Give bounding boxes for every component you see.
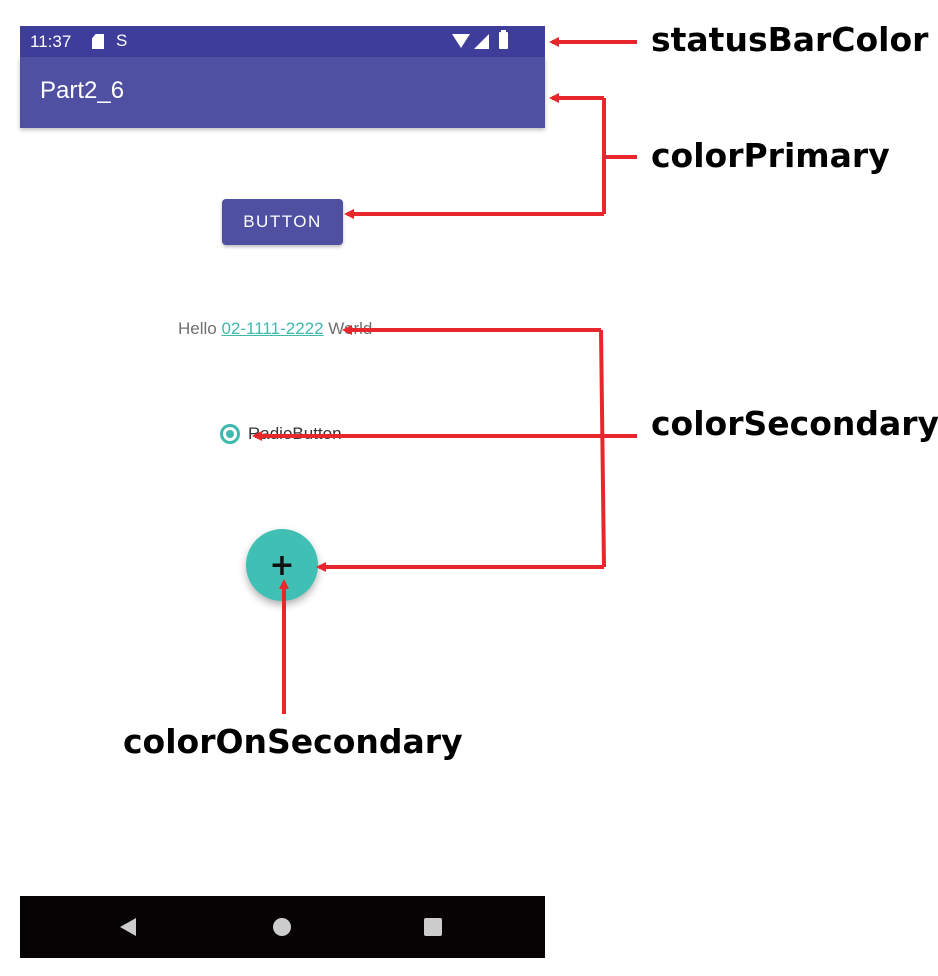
sd-card-icon (92, 34, 104, 49)
recents-icon[interactable] (424, 918, 442, 936)
navigation-bar (20, 896, 545, 958)
label-color-primary: colorPrimary (651, 136, 890, 175)
status-bar: 11:37 S (20, 26, 545, 57)
signal-icon (474, 34, 489, 49)
label-status-bar-color: statusBarColor (651, 20, 929, 59)
radio-selected-icon[interactable] (220, 424, 240, 444)
label-color-on-secondary: colorOnSecondary (123, 722, 463, 761)
app-bar: Part2_6 (20, 57, 545, 128)
bracket-secondary (599, 329, 606, 568)
back-icon[interactable] (120, 918, 136, 936)
wifi-icon (452, 34, 470, 48)
primary-button[interactable]: BUTTON (222, 199, 343, 245)
phone-screen: 11:37 S Part2_6 BUTTON Hello 02-1111-222… (20, 26, 545, 958)
status-time: 11:37 (30, 32, 72, 51)
radio-button[interactable]: RadioButton (220, 424, 342, 444)
hello-prefix: Hello (178, 319, 222, 338)
plus-icon: + (269, 547, 295, 583)
hello-world-text: Hello 02-1111-2222 World (178, 319, 372, 339)
phone-link[interactable]: 02-1111-2222 (221, 319, 324, 338)
home-icon[interactable] (273, 918, 291, 936)
floating-action-button[interactable]: + (246, 529, 318, 601)
hello-suffix: World (323, 319, 373, 338)
radio-label: RadioButton (248, 424, 342, 443)
battery-icon (499, 30, 508, 49)
app-title: Part2_6 (40, 77, 125, 104)
sync-icon: S (116, 31, 128, 50)
label-color-secondary: colorSecondary (651, 404, 938, 443)
